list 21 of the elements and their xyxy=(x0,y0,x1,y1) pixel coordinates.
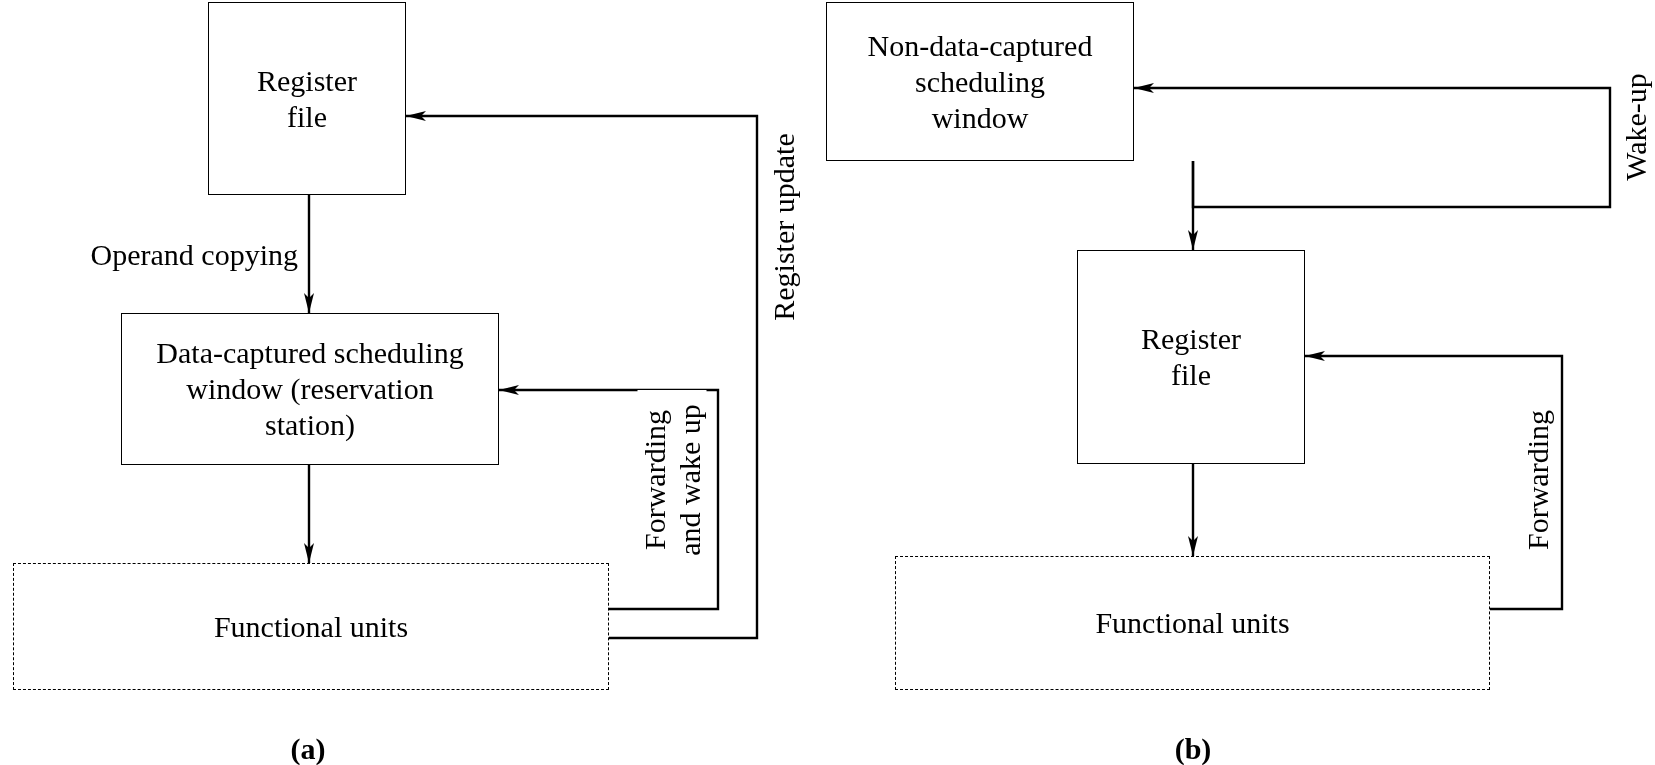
arrow xyxy=(1305,351,1564,611)
process-box xyxy=(1077,250,1305,464)
panel-caption: (b) xyxy=(1174,732,1212,765)
box-label: Functional units xyxy=(1095,605,1290,641)
arrow xyxy=(304,195,314,313)
dashed-unit-box xyxy=(895,556,1490,690)
arrow xyxy=(499,385,720,611)
panel-caption: (a) xyxy=(290,732,326,765)
arrow xyxy=(304,465,314,563)
process-box xyxy=(826,2,1134,161)
process-box xyxy=(121,313,499,465)
box-label: Non-data-captured scheduling window xyxy=(867,27,1093,136)
arrow xyxy=(1188,464,1198,556)
box-label: Data-captured scheduling window (reservation station) xyxy=(155,335,465,443)
dashed-unit-box xyxy=(13,563,609,690)
process-box xyxy=(208,2,406,195)
box-label: Functional units xyxy=(213,608,409,645)
arrow xyxy=(1134,83,1612,209)
arrow xyxy=(406,111,759,640)
box-label: Register file xyxy=(1140,321,1242,393)
box-label: Register file xyxy=(256,62,358,135)
